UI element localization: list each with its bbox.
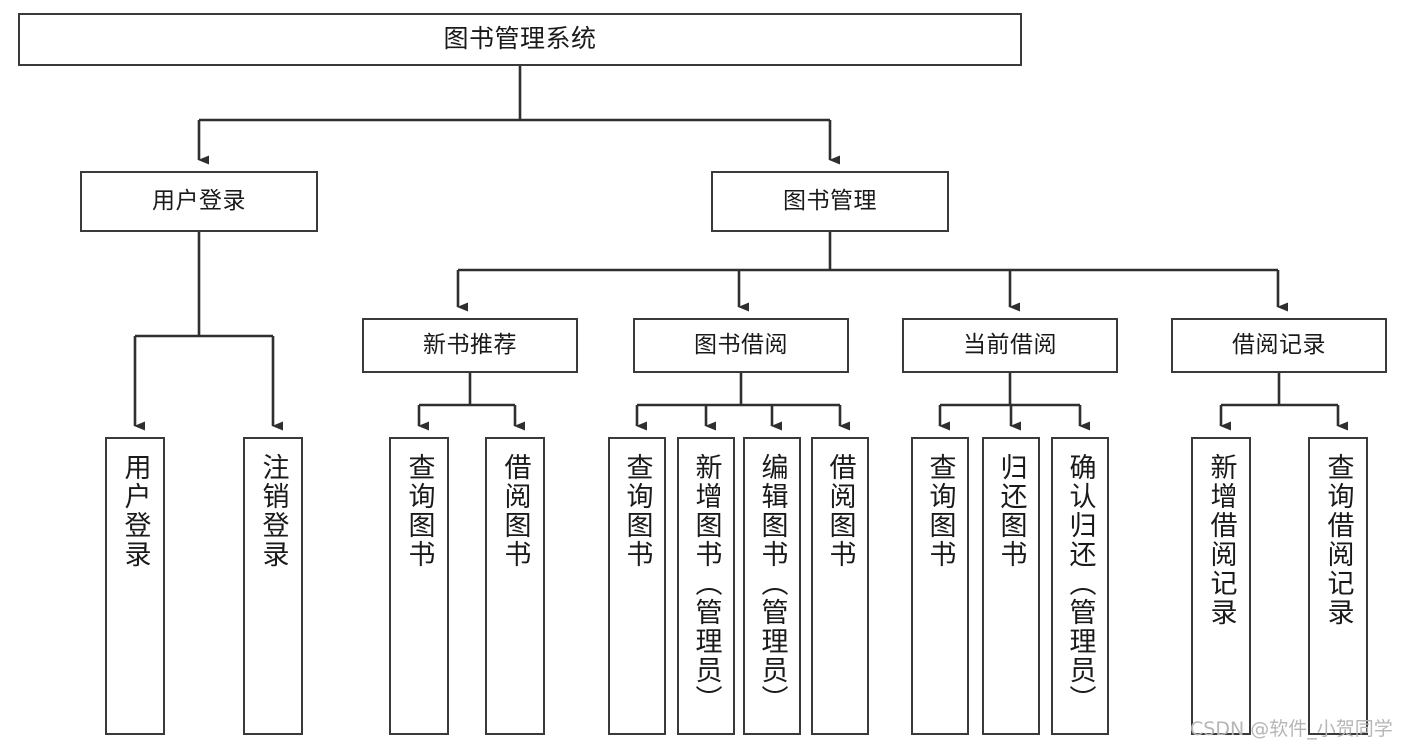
- node-leaf-current-return-book[interactable]: 归还图书: [982, 437, 1040, 735]
- node-leaf-borrow-add-book[interactable]: 新增图书（管理员）: [677, 437, 735, 735]
- node-label-leaf-borrow-query-book: 查询图书: [621, 453, 653, 569]
- node-label-user-login: 用户登录: [152, 188, 246, 215]
- csdn-watermark: CSDN @软件_小贺同学: [1190, 718, 1393, 740]
- node-label-book-borrow: 图书借阅: [694, 332, 788, 359]
- node-label-current-borrow: 当前借阅: [963, 332, 1057, 359]
- node-current-borrow[interactable]: 当前借阅: [902, 318, 1118, 373]
- node-label-new-book-recommend: 新书推荐: [423, 332, 517, 359]
- node-label-leaf-borrow-borrow-book: 借阅图书: [824, 453, 856, 569]
- node-label-leaf-current-query-book: 查询图书: [924, 453, 956, 569]
- node-label-borrow-record: 借阅记录: [1232, 332, 1326, 359]
- node-leaf-borrow-borrow-book[interactable]: 借阅图书: [811, 437, 869, 735]
- node-leaf-record-add[interactable]: 新增借阅记录: [1191, 437, 1251, 735]
- node-label-leaf-recommend-query-book: 查询图书: [403, 453, 435, 569]
- node-label-leaf-recommend-borrow-book: 借阅图书: [499, 453, 531, 569]
- node-leaf-record-query[interactable]: 查询借阅记录: [1308, 437, 1368, 735]
- node-label-leaf-user-login: 用户登录: [119, 453, 151, 569]
- node-user-login[interactable]: 用户登录: [80, 171, 318, 232]
- node-label-leaf-record-add: 新增借阅记录: [1205, 453, 1237, 627]
- node-borrow-record[interactable]: 借阅记录: [1171, 318, 1387, 373]
- node-label-leaf-borrow-add-book: 新增图书（管理员）: [690, 453, 722, 714]
- node-leaf-recommend-query-book[interactable]: 查询图书: [389, 437, 449, 735]
- node-label-leaf-borrow-edit-book: 编辑图书（管理员）: [756, 453, 788, 714]
- node-leaf-user-logout[interactable]: 注销登录: [243, 437, 303, 735]
- node-label-leaf-current-confirm-return: 确认归还（管理员）: [1064, 453, 1096, 714]
- node-label-leaf-record-query: 查询借阅记录: [1322, 453, 1354, 627]
- node-label-leaf-current-return-book: 归还图书: [995, 453, 1027, 569]
- node-label-leaf-user-logout: 注销登录: [257, 453, 289, 569]
- node-leaf-recommend-borrow-book[interactable]: 借阅图书: [485, 437, 545, 735]
- node-root[interactable]: 图书管理系统: [18, 13, 1022, 66]
- node-new-book-recommend[interactable]: 新书推荐: [362, 318, 578, 373]
- node-label-book-management: 图书管理: [783, 188, 877, 215]
- node-leaf-current-confirm-return[interactable]: 确认归还（管理员）: [1051, 437, 1109, 735]
- node-leaf-borrow-edit-book[interactable]: 编辑图书（管理员）: [743, 437, 801, 735]
- node-leaf-user-login[interactable]: 用户登录: [105, 437, 165, 735]
- node-book-borrow[interactable]: 图书借阅: [633, 318, 849, 373]
- node-leaf-current-query-book[interactable]: 查询图书: [911, 437, 969, 735]
- node-book-management[interactable]: 图书管理: [711, 171, 949, 232]
- node-leaf-borrow-query-book[interactable]: 查询图书: [608, 437, 666, 735]
- node-label-root: 图书管理系统: [443, 24, 597, 54]
